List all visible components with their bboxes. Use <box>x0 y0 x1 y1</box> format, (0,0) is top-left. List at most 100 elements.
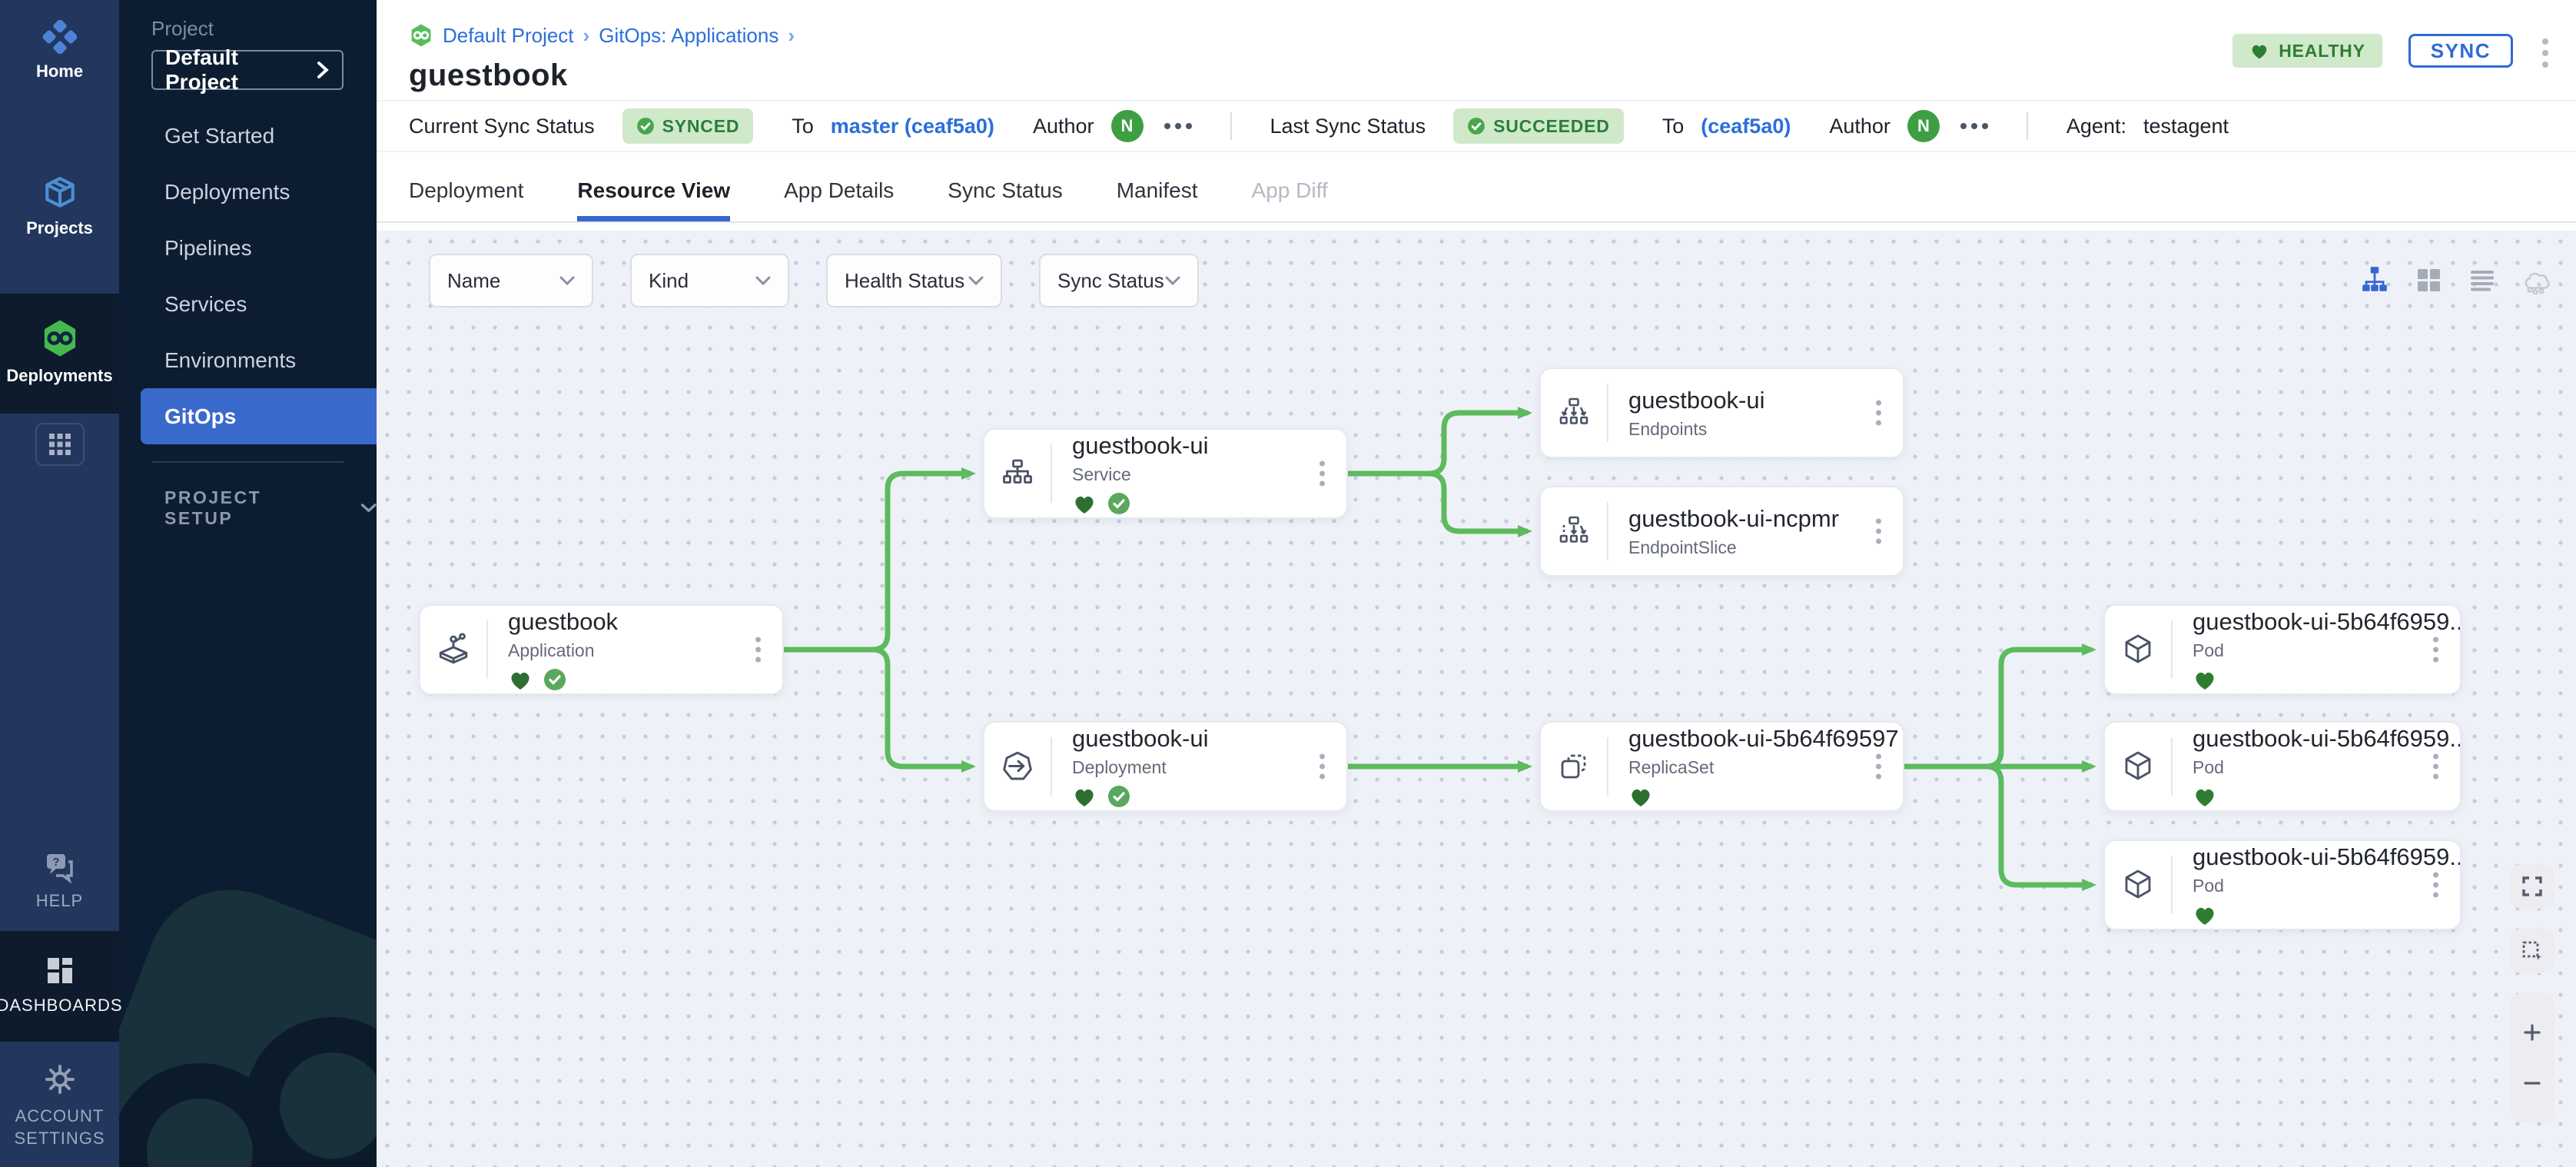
node-title: guestbook-ui-5b64f6959... <box>2193 607 2460 635</box>
node-menu-button[interactable] <box>2428 750 2443 784</box>
health-heart-icon <box>511 672 529 690</box>
breadcrumb-separator: › <box>788 23 795 47</box>
tab-app-diff[interactable]: App Diff <box>1251 178 1328 202</box>
list-view-button[interactable] <box>2467 264 2498 295</box>
node-title: guestbook <box>508 607 619 635</box>
sync-check-icon <box>1108 492 1130 514</box>
view-toggles <box>2359 264 2551 295</box>
resource-node-endpointslice[interactable]: guestbook-ui-ncpmr EndpointSlice <box>1539 486 1904 577</box>
zoom-control <box>2510 993 2554 1122</box>
sidebar-item-gitops[interactable]: GitOps <box>141 388 377 444</box>
sidebar-item-environments[interactable]: Environments <box>164 347 297 372</box>
project-selector[interactable]: Default Project <box>151 45 344 94</box>
sidebar-nav: Get Started Deployments Pipelines Servic… <box>119 108 377 444</box>
node-menu-button[interactable] <box>1871 514 1886 549</box>
resource-node-endpoints[interactable]: guestbook-ui Endpoints <box>1539 367 1904 458</box>
resource-graph-canvas[interactable]: Name Kind Health Status Sync Status <box>377 231 2576 1167</box>
last-sync-label: Last Sync Status <box>1270 114 1426 138</box>
project-setup-toggle[interactable]: PROJECT SETUP <box>164 487 377 529</box>
node-menu-button[interactable] <box>1871 396 1886 431</box>
health-status-filter-dropdown[interactable]: Health Status <box>826 254 1002 308</box>
author-label: Author <box>1829 114 1891 138</box>
zoom-out-button[interactable] <box>2510 1058 2554 1109</box>
node-title: guestbook-ui <box>1072 724 1209 752</box>
breadcrumb-project[interactable]: Default Project <box>443 23 574 47</box>
resource-node-pod-2[interactable]: guestbook-ui-5b64f6959... Pod <box>2103 721 2461 812</box>
sidebar-item-services[interactable]: Services <box>164 291 247 316</box>
node-title: guestbook-ui-5b64f6959... <box>2193 843 2460 870</box>
resource-node-pod-3[interactable]: guestbook-ui-5b64f6959... Pod <box>2103 840 2461 930</box>
module-grid-button[interactable] <box>35 423 85 466</box>
tree-view-icon <box>2362 267 2387 291</box>
resource-node-replicaset[interactable]: guestbook-ui-5b64f69597 ReplicaSet <box>1539 721 1904 812</box>
synced-badge: SYNCED <box>622 108 754 144</box>
sync-status-filter-dropdown[interactable]: Sync Status <box>1039 254 1199 308</box>
tree-view-button[interactable] <box>2359 264 2390 295</box>
to-label: To <box>792 114 814 138</box>
breadcrumb-applications[interactable]: GitOps: Applications <box>599 23 779 47</box>
rail-label: Home <box>35 62 84 81</box>
node-menu-button[interactable] <box>751 633 765 667</box>
rail-item-home[interactable]: Home <box>0 3 119 98</box>
replicaset-icon <box>1541 750 1607 783</box>
resource-node-pod-1[interactable]: guestbook-ui-5b64f6959... Pod <box>2103 604 2461 695</box>
rail-item-deployments[interactable]: Deployments <box>0 294 119 414</box>
node-menu-button[interactable] <box>1315 750 1329 784</box>
tab-deployment[interactable]: Deployment <box>409 178 524 202</box>
node-kind: Pod <box>2193 756 2224 777</box>
gitops-logo-icon <box>411 24 431 47</box>
author-avatar[interactable]: N <box>1110 110 1144 142</box>
zoom-in-button[interactable] <box>2510 1007 2554 1058</box>
fullscreen-icon <box>2522 876 2542 896</box>
current-revision-link[interactable]: master (ceaf5a0) <box>830 114 994 138</box>
plus-icon <box>2524 1024 2541 1041</box>
commit-more-button[interactable] <box>1164 123 1192 129</box>
fit-to-screen-button[interactable] <box>2510 864 2554 909</box>
node-menu-button[interactable] <box>2428 633 2443 667</box>
resource-node-deployment[interactable]: guestbook-ui Deployment <box>983 721 1348 812</box>
current-sync-label: Current Sync Status <box>409 114 595 138</box>
resource-node-application[interactable]: guestbook Application <box>419 604 784 695</box>
sidebar-item-pipelines[interactable]: Pipelines <box>164 235 252 260</box>
sync-status-bar: Current Sync Status SYNCED To master (ce… <box>377 100 2576 151</box>
sidebar-item-deployments[interactable]: Deployments <box>164 179 290 204</box>
sync-button[interactable]: SYNC <box>2408 34 2513 68</box>
node-title: guestbook-ui <box>1628 386 1765 414</box>
last-revision-link[interactable]: (ceaf5a0) <box>1701 114 1791 138</box>
canvas-controls <box>2510 864 2554 1122</box>
project-section-label: Project <box>151 17 214 40</box>
tab-app-details[interactable]: App Details <box>784 178 895 202</box>
node-menu-button[interactable] <box>2428 868 2443 903</box>
chevron-down-icon <box>968 276 984 285</box>
endpointslice-icon <box>1541 514 1607 548</box>
resource-node-service[interactable]: guestbook-ui Service <box>983 428 1348 519</box>
app-menu-button[interactable] <box>2539 34 2551 72</box>
tab-sync-status[interactable]: Sync Status <box>948 178 1063 202</box>
application-icon <box>420 632 486 667</box>
node-menu-button[interactable] <box>1871 750 1886 784</box>
rail-item-dashboards[interactable]: DASHBOARDS <box>0 930 122 1042</box>
name-filter-dropdown[interactable]: Name <box>429 254 593 308</box>
chevron-right-icon <box>317 62 329 78</box>
author-avatar[interactable]: N <box>1907 110 1940 142</box>
tab-bar: Deployment Resource View App Details Syn… <box>377 151 2576 223</box>
health-heart-icon <box>1075 789 1094 806</box>
select-area-button[interactable] <box>2510 929 2554 973</box>
network-map-button[interactable] <box>2521 264 2551 295</box>
network-map-icon <box>2525 272 2550 294</box>
commit-more-button[interactable] <box>1960 123 1988 129</box>
service-icon <box>984 457 1051 490</box>
node-title: guestbook-ui <box>1072 431 1209 459</box>
tab-resource-view[interactable]: Resource View <box>577 178 730 221</box>
rail-item-projects[interactable]: Projects <box>0 158 119 255</box>
graph-edges <box>781 407 2096 891</box>
rail-item-help[interactable]: ? HELP <box>0 840 119 931</box>
tab-manifest[interactable]: Manifest <box>1116 178 1198 202</box>
node-menu-button[interactable] <box>1315 457 1329 491</box>
sidebar-item-get-started[interactable]: Get Started <box>164 123 275 148</box>
kind-filter-dropdown[interactable]: Kind <box>630 254 789 308</box>
dashboards-icon <box>47 957 72 983</box>
grid-view-button[interactable] <box>2413 264 2444 295</box>
